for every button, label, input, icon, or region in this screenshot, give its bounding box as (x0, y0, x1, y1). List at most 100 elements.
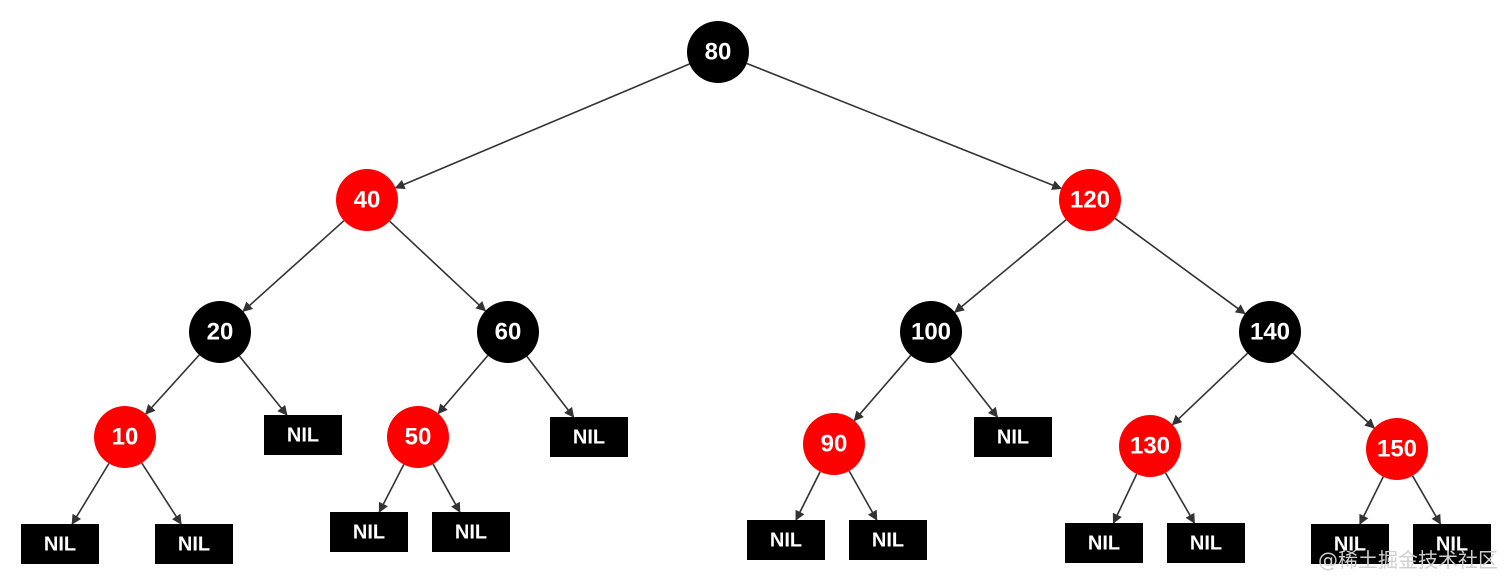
edge-n140-n150 (1292, 352, 1375, 429)
black-node-circle (687, 21, 749, 83)
nil-leaf-nil3: NIL (974, 417, 1052, 457)
tree-node-80: 80 (687, 21, 749, 83)
red-node-circle (1059, 169, 1121, 231)
nil-leaf-nil8: NIL (747, 520, 825, 560)
nil-box (849, 520, 927, 560)
red-node-circle (1366, 418, 1428, 480)
nil-leaf-nil12: NIL (1311, 524, 1389, 564)
edge-n10-nil4 (71, 463, 110, 525)
edge-n150-nil13 (1411, 475, 1442, 525)
edge-n40-n60 (389, 220, 487, 312)
edge-n90-nil8 (795, 471, 821, 521)
node-label: 140 (1250, 318, 1290, 345)
nil-label: NIL (770, 529, 802, 551)
tree-node-20: 20 (189, 301, 251, 363)
edge-n50-nil7 (432, 463, 461, 513)
nil-leaf-nil11: NIL (1167, 523, 1245, 563)
node-label: 20 (207, 318, 234, 345)
red-node-circle (1119, 415, 1181, 477)
tree-edges (71, 62, 1442, 525)
black-node-circle (1239, 301, 1301, 363)
watermark-text: @稀土掘金技术社区 (1318, 548, 1498, 572)
nil-leaf-nil10: NIL (1065, 523, 1143, 563)
edge-n130-nil10 (1112, 473, 1138, 524)
tree-node-150: 150 (1366, 418, 1428, 480)
nil-label: NIL (44, 533, 76, 555)
edge-n100-n90 (853, 354, 912, 422)
nil-label: NIL (1190, 532, 1222, 554)
nil-box (1311, 524, 1389, 564)
node-label: 60 (495, 318, 522, 345)
node-label: 50 (405, 423, 432, 450)
edge-n100-nil3 (949, 355, 999, 418)
nil-label: NIL (1334, 533, 1366, 555)
tree-node-40: 40 (336, 169, 398, 231)
nil-label: NIL (178, 533, 210, 555)
edge-n20-n10 (145, 354, 200, 415)
nil-box (432, 512, 510, 552)
nil-label: NIL (1436, 533, 1468, 555)
tree-node-10: 10 (94, 406, 156, 468)
red-node-circle (387, 406, 449, 468)
nil-box (330, 512, 408, 552)
tree-node-60: 60 (477, 301, 539, 363)
edge-n150-nil12 (1359, 476, 1384, 525)
node-label: 150 (1377, 435, 1417, 462)
black-node-circle (477, 301, 539, 363)
nil-leaf-nil6: NIL (330, 512, 408, 552)
edge-n10-nil5 (141, 462, 182, 525)
tree-node-140: 140 (1239, 301, 1301, 363)
nil-box (21, 524, 99, 564)
nil-box (1065, 523, 1143, 563)
edge-n80-n120 (746, 62, 1063, 190)
nil-box (747, 520, 825, 560)
nil-box (1413, 524, 1491, 564)
tree-node-90: 90 (803, 413, 865, 475)
node-label: 120 (1070, 186, 1110, 213)
nil-label: NIL (353, 521, 385, 543)
node-label: 90 (821, 430, 848, 457)
nil-box (264, 415, 342, 455)
edge-n140-n130 (1171, 352, 1249, 426)
edge-n50-nil6 (378, 464, 405, 513)
nil-label: NIL (1088, 532, 1120, 554)
black-node-circle (900, 301, 962, 363)
nil-box (974, 417, 1052, 457)
black-node-circle (189, 301, 251, 363)
nil-leaf-nil2: NIL (550, 417, 628, 457)
tree-node-50: 50 (387, 406, 449, 468)
node-label: 100 (911, 318, 951, 345)
edge-n20-nil1 (238, 355, 288, 416)
nil-leaf-nil5: NIL (155, 524, 233, 564)
edge-n40-n20 (242, 220, 345, 312)
edge-n60-n50 (437, 355, 489, 415)
red-node-circle (803, 413, 865, 475)
tree-node-130: 130 (1119, 415, 1181, 477)
nil-leaf-nil9: NIL (849, 520, 927, 560)
tree-node-120: 120 (1059, 169, 1121, 231)
edge-n60-nil2 (526, 356, 575, 418)
nil-leaf-nil4: NIL (21, 524, 99, 564)
tree-node-100: 100 (900, 301, 962, 363)
node-label: 80 (705, 38, 732, 65)
edge-n80-n40 (394, 63, 690, 190)
nil-box (155, 524, 233, 564)
nil-box (550, 417, 628, 457)
nil-label: NIL (872, 529, 904, 551)
node-label: 10 (112, 423, 139, 450)
edge-n130-nil11 (1164, 472, 1196, 524)
nil-label: NIL (455, 521, 487, 543)
node-label: 40 (354, 186, 381, 213)
nil-leaf-nil7: NIL (432, 512, 510, 552)
node-label: 130 (1130, 432, 1170, 459)
edge-n120-n100 (954, 219, 1067, 313)
edge-n90-nil9 (848, 470, 878, 521)
nil-label: NIL (997, 426, 1029, 448)
nil-label: NIL (287, 424, 319, 446)
nil-box (1167, 523, 1245, 563)
red-node-circle (94, 406, 156, 468)
edge-n120-n140 (1114, 217, 1246, 315)
nil-label: NIL (573, 426, 605, 448)
